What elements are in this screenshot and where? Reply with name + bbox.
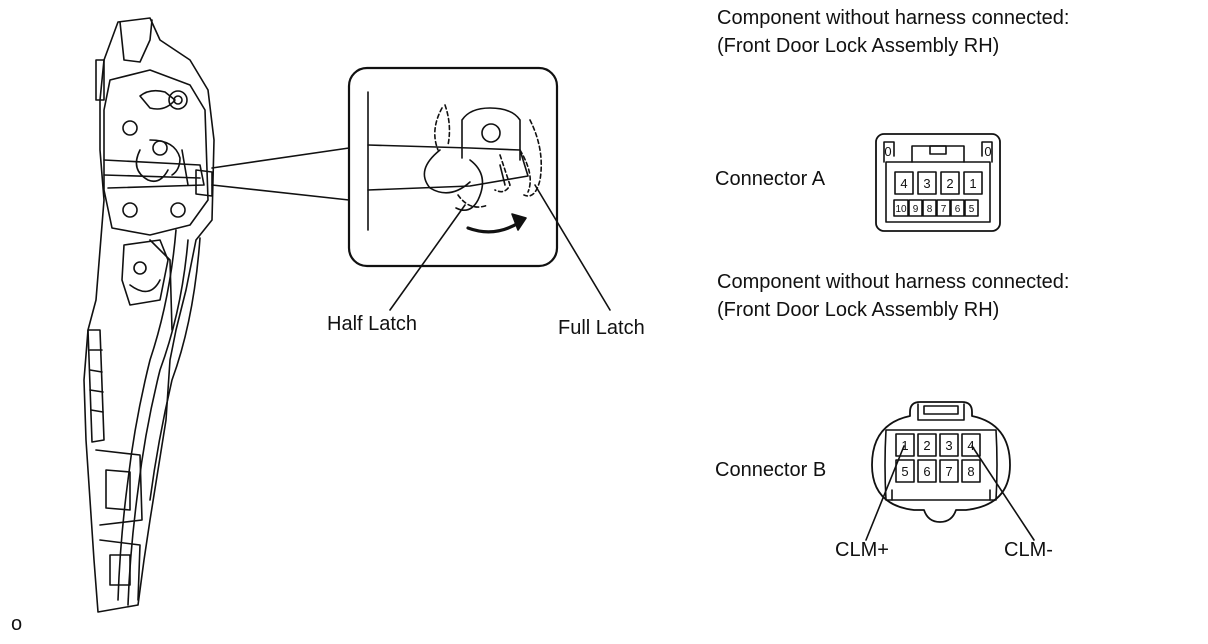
- connector-a-pin: 7: [941, 204, 947, 215]
- connector-b-pin: 5: [901, 464, 908, 479]
- connector-a-pin: 5: [969, 204, 975, 215]
- connector-a-pin: 1: [969, 176, 976, 191]
- connector-b-pin: 8: [967, 464, 974, 479]
- full-latch-leader: [534, 184, 611, 311]
- connector-a-pin: 8: [927, 204, 933, 215]
- door-lock-assembly-drawing: [83, 17, 215, 613]
- connector-a-label: Connector A: [715, 168, 826, 190]
- zoom-leader-lines: [211, 147, 350, 201]
- connector-a-pin: 6: [955, 204, 961, 215]
- connector-a-corner-mark: 0: [884, 144, 891, 159]
- connector-a-pin: 10: [895, 204, 907, 215]
- clm-minus-leader: [971, 445, 1035, 541]
- header-b-line2: (Front Door Lock Assembly RH): [717, 299, 1000, 321]
- connector-b-label: Connector B: [715, 459, 827, 481]
- full-latch-label: Full Latch: [558, 317, 645, 339]
- clm-plus-label: CLM+: [835, 539, 889, 561]
- connector-b-drawing: [865, 401, 1035, 541]
- connector-a-pins: 4 3 2 1 10 9 8 7 6 5 0 0: [884, 144, 991, 215]
- connector-b-pin: 4: [967, 438, 974, 453]
- figure-code: o: [11, 613, 23, 635]
- half-latch-label: Half Latch: [327, 313, 418, 335]
- connector-a-pin: 9: [913, 204, 919, 215]
- connector-b-pin: 3: [945, 438, 952, 453]
- clm-plus-leader: [865, 445, 905, 541]
- header-a-line1: Component without harness connected:: [717, 7, 1070, 29]
- connector-a-corner-mark: 0: [984, 144, 991, 159]
- connector-a-pin: 2: [946, 176, 953, 191]
- connector-a-pin: 3: [923, 176, 930, 191]
- connector-b-pin: 2: [923, 438, 930, 453]
- connector-a-drawing: [875, 133, 1001, 232]
- latch-zoom-callout: [347, 66, 559, 268]
- clm-minus-label: CLM-: [1004, 539, 1053, 561]
- connector-b-pins: 1 2 3 4 5 6 7 8: [901, 438, 974, 479]
- connector-b-pin: 7: [945, 464, 952, 479]
- half-latch-leader: [389, 204, 466, 311]
- header-a-line2: (Front Door Lock Assembly RH): [717, 35, 1000, 57]
- header-b-line1: Component without harness connected:: [717, 271, 1070, 293]
- connector-b-pin: 1: [901, 438, 908, 453]
- connector-b-pin: 6: [923, 464, 930, 479]
- connector-a-pin: 4: [900, 176, 907, 191]
